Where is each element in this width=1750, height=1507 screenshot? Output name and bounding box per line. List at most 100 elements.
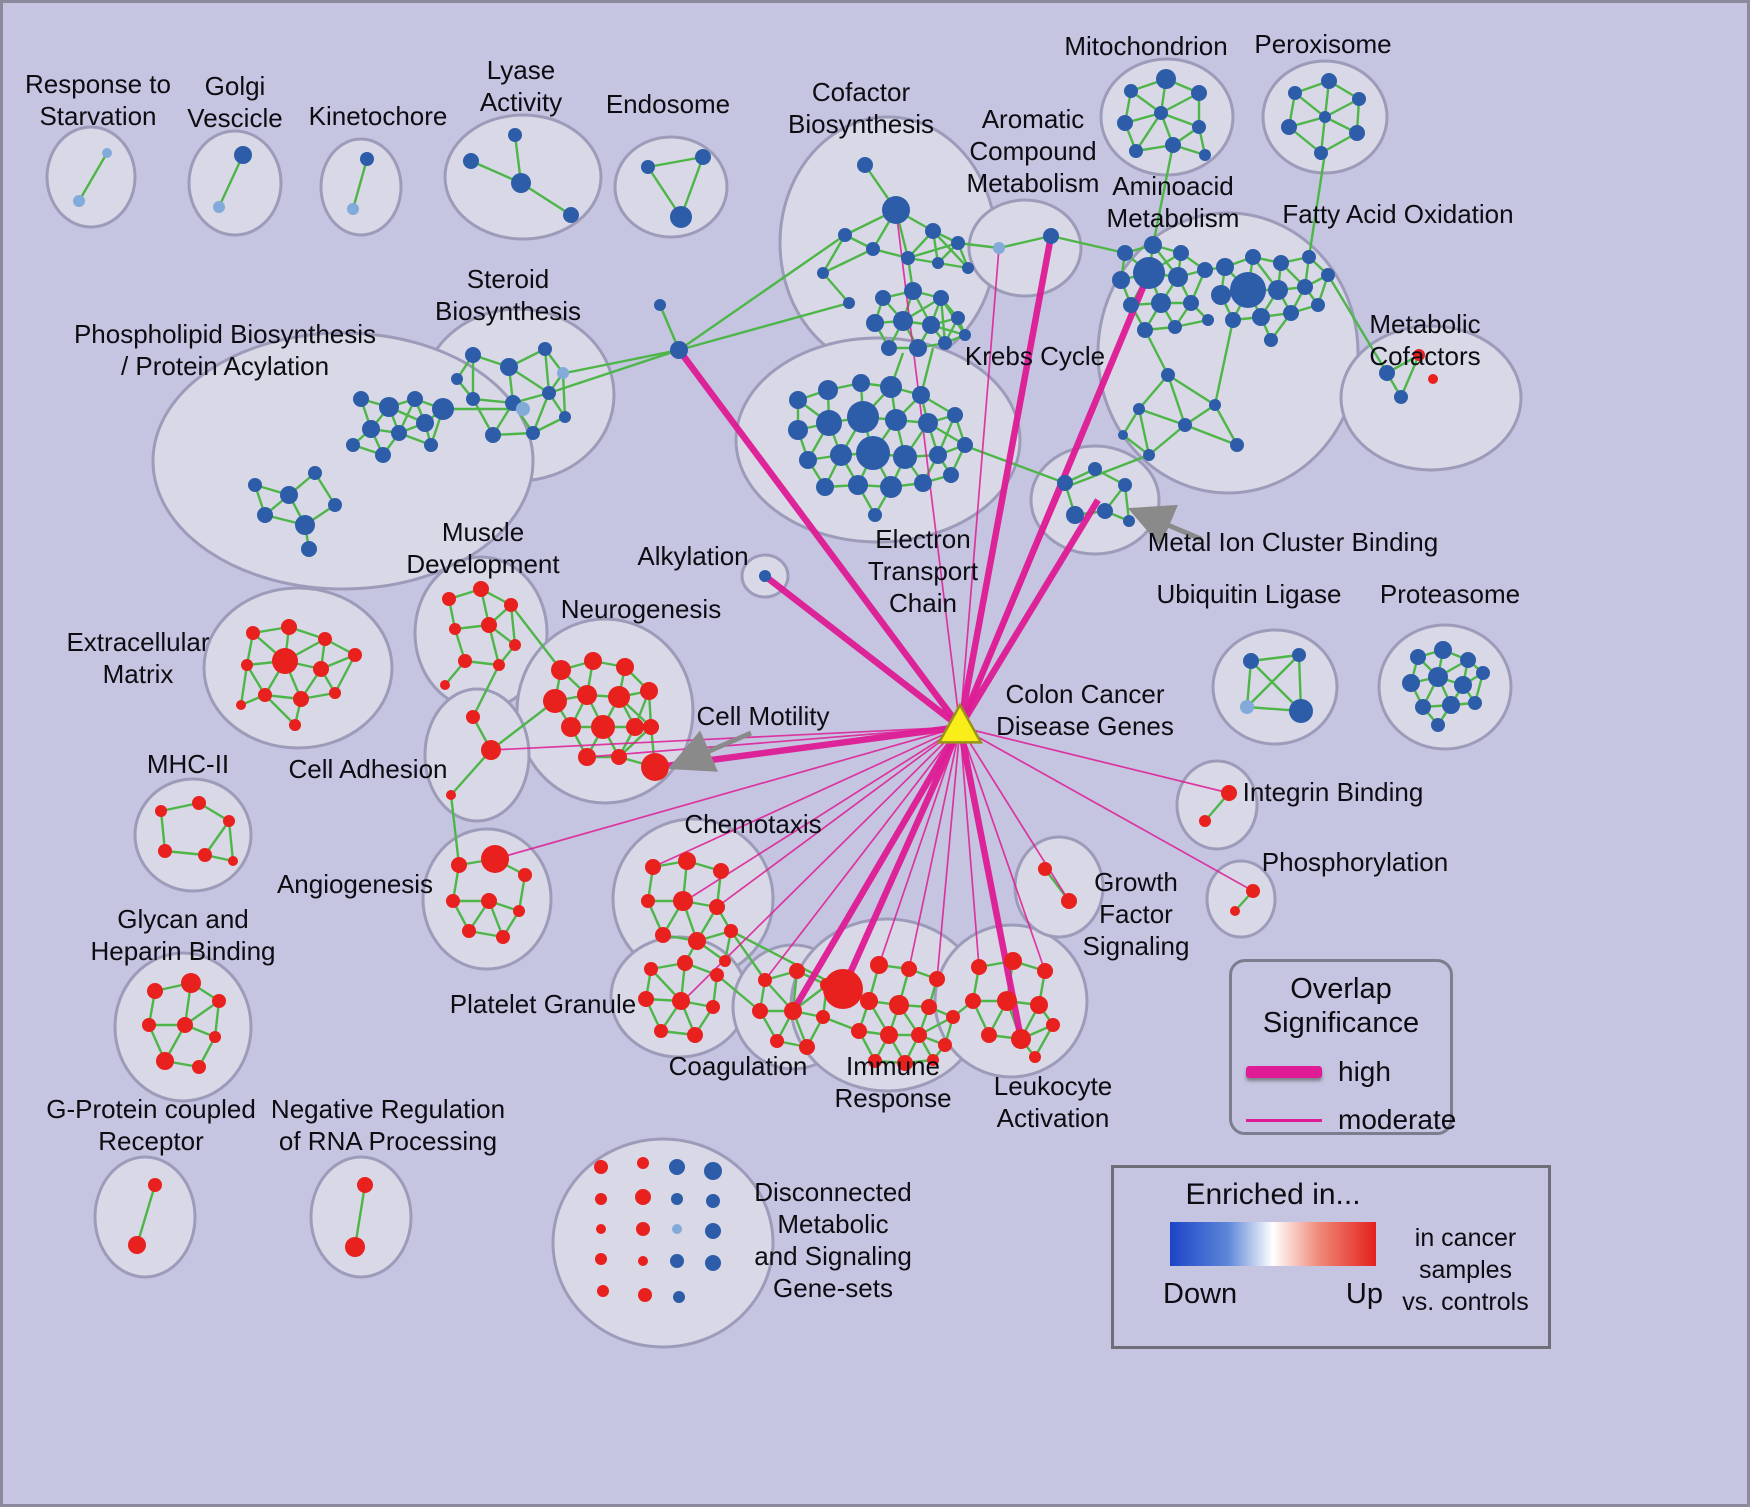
response-to-starvation-node xyxy=(102,148,112,158)
electron-transport-chain-node xyxy=(788,420,808,440)
mitochondrion-node xyxy=(1154,106,1168,120)
moderate-significance-line-swatch xyxy=(1246,1118,1322,1122)
label-steroid-biosynthesis: Steroid xyxy=(467,264,549,294)
cofactor-biosynthesis-node xyxy=(962,262,974,274)
extracellular-matrix-node xyxy=(272,648,298,674)
green-edge xyxy=(1143,329,1170,376)
chemotaxis-node xyxy=(709,899,725,915)
mitochondrion-edge xyxy=(1134,112,1163,152)
fatty-acid-oxidation-node xyxy=(1297,279,1313,295)
mhc-ii-node xyxy=(192,796,206,810)
extracellular-matrix-node xyxy=(348,648,362,662)
metal-ion-cluster-binding-node xyxy=(1118,478,1132,492)
glycan-heparin-binding-node xyxy=(142,1018,156,1032)
high-significance-line-swatch xyxy=(1246,1066,1322,1078)
mitochondrion-node xyxy=(1156,69,1176,89)
label-immune-response: Response xyxy=(834,1083,951,1113)
immune-response-node xyxy=(868,1054,882,1068)
aminoacid-metabolism-node xyxy=(1117,245,1133,261)
fatty-acid-oxidation-node xyxy=(1264,333,1278,347)
phospholipid-protein-acylation-node xyxy=(248,478,262,492)
fatty-acid-oxidation-node xyxy=(1311,298,1325,312)
label-integrin-binding: Integrin Binding xyxy=(1243,777,1424,807)
g-protein-coupled-receptor-node xyxy=(148,1178,162,1192)
label-response-to-starvation: Starvation xyxy=(39,101,156,131)
immune-response-node xyxy=(927,1054,939,1066)
disconnected-gene-sets-node xyxy=(595,1253,607,1265)
label-aminoacid-metabolism: Metabolism xyxy=(1107,203,1240,233)
angiogenesis-node xyxy=(446,894,460,908)
cell-motility-arrow xyxy=(667,730,752,772)
phospholipid-protein-acylation-node xyxy=(280,486,298,504)
green-edge xyxy=(471,664,501,718)
kinetochore-edge xyxy=(351,158,369,210)
disconnected-gene-sets-node xyxy=(594,1160,608,1174)
peroxisome-node xyxy=(1349,125,1365,141)
green-edge xyxy=(548,348,680,395)
muscle-development-node xyxy=(440,680,450,690)
disconnected-gene-sets-node xyxy=(705,1255,721,1271)
proteasome-node xyxy=(1468,696,1482,710)
krebs-cycle-node xyxy=(875,290,891,306)
down-label: Down xyxy=(1163,1278,1238,1310)
steroid-biosynthesis-edge xyxy=(561,372,567,418)
disconnected-gene-sets-node xyxy=(673,1291,685,1303)
krebs-cycle-node xyxy=(933,290,949,306)
disconnected-gene-sets-node xyxy=(671,1193,683,1205)
cofactor-biosynthesis-node xyxy=(882,196,910,224)
chemotaxis-node xyxy=(713,863,729,879)
green-edge xyxy=(678,301,850,352)
electron-transport-chain-node xyxy=(816,478,834,496)
fatty-acid-oxidation-node xyxy=(1302,250,1316,264)
response-to-starvation-node xyxy=(73,195,85,207)
disconnected-gene-sets-node xyxy=(638,1256,648,1266)
phosphorylation-node xyxy=(1230,906,1240,916)
aminoacid-metabolism-node xyxy=(1151,293,1171,313)
cluster-integrin-binding xyxy=(1175,759,1259,851)
label-leukocyte-activation: Activation xyxy=(997,1103,1110,1133)
label-neurogenesis: Neurogenesis xyxy=(561,594,721,624)
label-negative-regulation-rna-processing: of RNA Processing xyxy=(279,1126,497,1156)
neurogenesis-node xyxy=(608,686,630,708)
legend-overlap-title-line2: Significance xyxy=(1262,1007,1420,1039)
green-edge xyxy=(1326,274,1389,374)
steroid-biosynthesis-edge xyxy=(531,392,551,434)
mhc-ii-edge xyxy=(227,820,235,862)
electron-transport-chain-node xyxy=(885,409,907,431)
growth-factor-signaling-node xyxy=(1038,862,1052,876)
cofactor-biosynthesis-node xyxy=(932,257,944,269)
legend-enrichment-body: Down Up in cancer samples vs. controls xyxy=(1114,1222,1548,1318)
extracellular-matrix-node xyxy=(281,619,297,635)
steroid-biosynthesis-edge xyxy=(543,348,551,394)
immune-response-node xyxy=(929,971,945,987)
metabolism-region-node xyxy=(1230,438,1244,452)
label-growth-factor-signaling: Factor xyxy=(1099,899,1173,929)
green-edge xyxy=(564,348,680,375)
aminoacid-metabolism-node xyxy=(1123,297,1139,313)
overlap-edge-high xyxy=(956,726,1025,1040)
krebs-cycle-node xyxy=(893,311,913,331)
disconnected-gene-sets-node xyxy=(635,1189,651,1205)
immune-response-node xyxy=(823,969,863,1009)
cofactor-biosynthesis-node xyxy=(866,242,880,256)
metabolism-region-edge xyxy=(1138,374,1169,410)
label-aromatic-compound-metabolism: Metabolism xyxy=(967,168,1100,198)
cluster-endosome xyxy=(613,135,729,239)
green-edge xyxy=(678,234,846,351)
disconnected-gene-sets-node xyxy=(706,1194,720,1208)
electron-transport-chain-node xyxy=(918,413,938,433)
disconnected-gene-sets-node xyxy=(597,1285,609,1297)
muscle-development-node xyxy=(493,659,505,671)
coagulation-node xyxy=(784,1002,802,1020)
neurogenesis-node xyxy=(616,658,634,676)
neurogenesis-node xyxy=(626,718,644,736)
cluster-metabolism-region xyxy=(1096,211,1360,495)
aminoacid-metabolism-node xyxy=(1197,262,1213,278)
krebs-cycle-node xyxy=(909,339,927,357)
label-extracellular-matrix: Matrix xyxy=(103,659,174,689)
phospholipid-protein-acylation-node xyxy=(308,466,322,480)
chemotaxis-node xyxy=(655,927,671,943)
label-ubiquitin-ligase: Ubiquitin Ligase xyxy=(1156,579,1341,609)
ubiquitin-ligase-edge xyxy=(1250,653,1300,663)
cofactor-biosynthesis-node xyxy=(951,236,965,250)
